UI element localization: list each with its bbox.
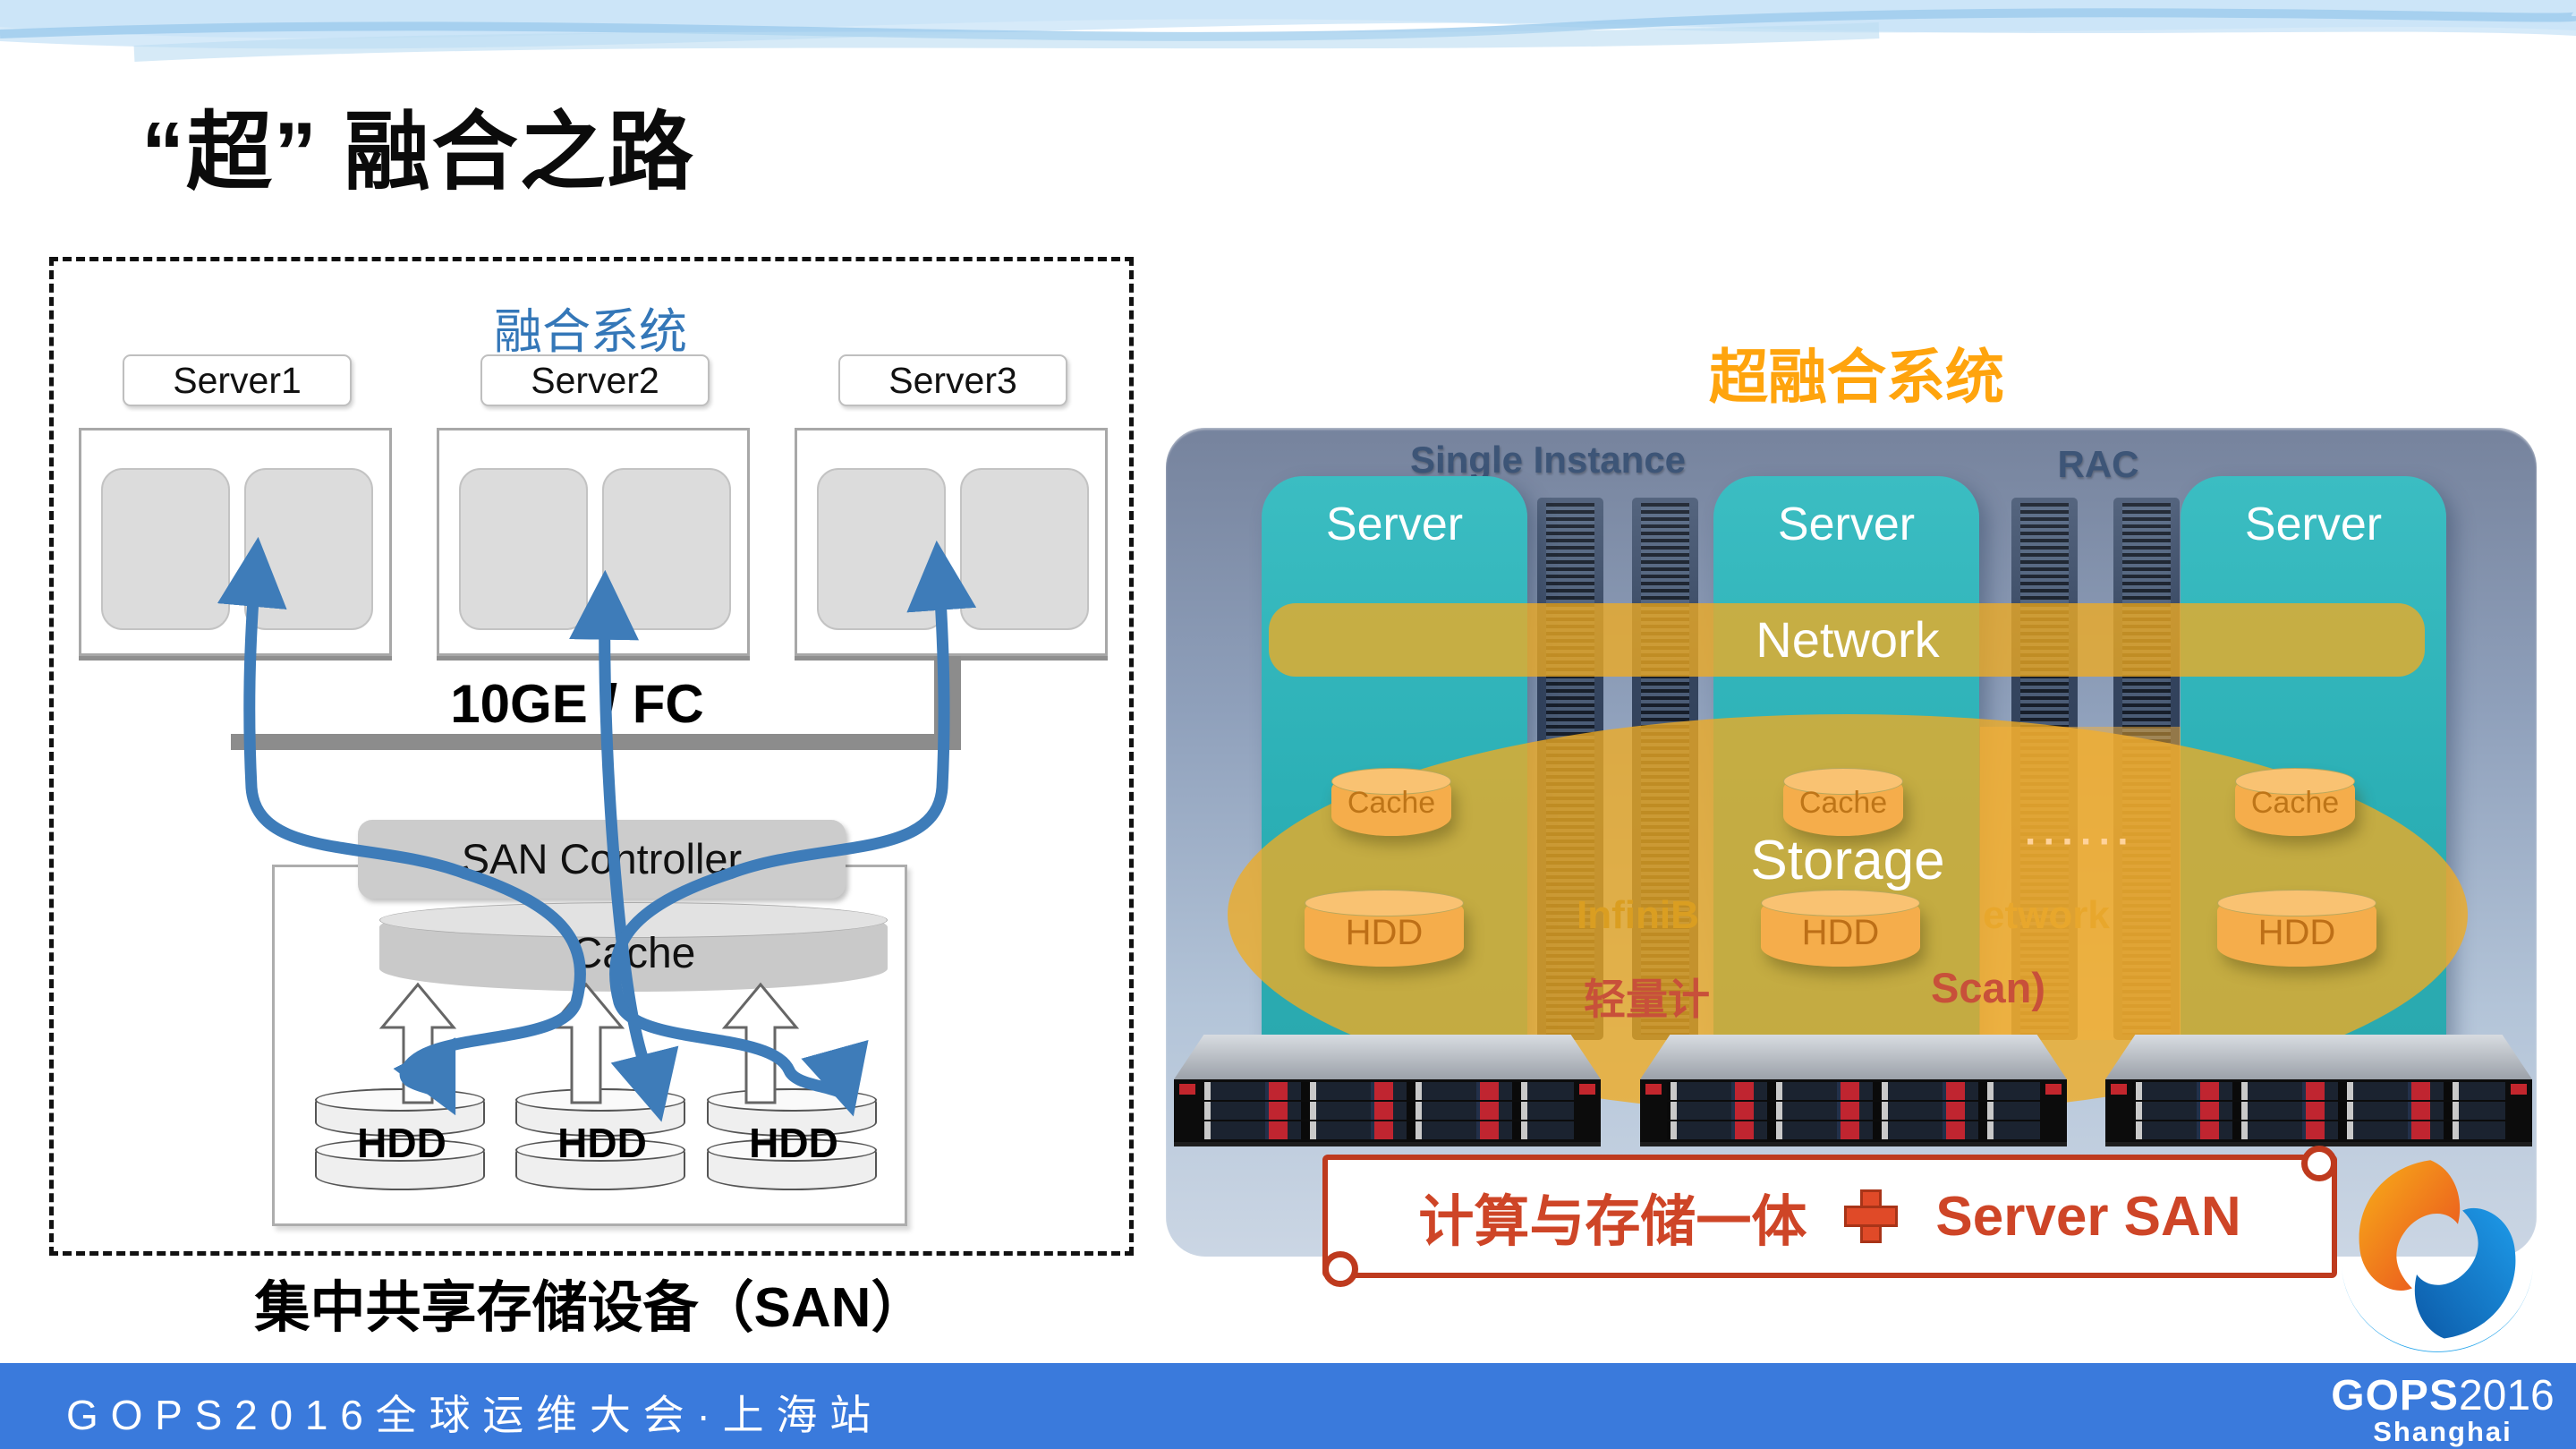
rack3-front — [2105, 1079, 2532, 1146]
server1-tag: Server1 — [123, 354, 352, 406]
link-label: 10GE / FC — [450, 674, 704, 734]
hdd-stack-3: HDD — [707, 1088, 880, 1194]
server3-vm-right — [960, 468, 1089, 630]
hdd2-o-label: HDD — [1801, 913, 1880, 952]
hdd1-label: HDD — [357, 1120, 446, 1166]
hdd-stack-1: HDD — [315, 1088, 489, 1194]
cache1-label: Cache — [1347, 786, 1436, 820]
san-bus-bar — [231, 734, 961, 750]
footer-logo-city: Shanghai — [2373, 1416, 2512, 1447]
gops-logo — [2341, 1160, 2534, 1352]
server2-vm-left — [459, 468, 588, 630]
hdd3-o-label: HDD — [2257, 913, 2336, 952]
server3-tag: Server3 — [838, 354, 1067, 406]
footer-bar — [0, 1363, 2576, 1449]
conclusion-banner: 计算与存储一体 Server SAN — [1322, 1146, 2337, 1287]
hdd-cylinder-2 — [1761, 890, 1920, 967]
server1-vm-left — [101, 468, 230, 630]
hyper-server3-label: Server — [2244, 499, 2383, 550]
san-controller: SAN Controller — [358, 820, 846, 899]
server2-tag: Server2 — [480, 354, 710, 406]
hyper-server1-label: Server — [1325, 499, 1464, 550]
converged-system-box — [49, 257, 1134, 1256]
hdd2-label: HDD — [557, 1120, 647, 1166]
hdd3-label: HDD — [749, 1120, 838, 1166]
banner-text-right: Server SAN — [1935, 1185, 2241, 1248]
san-cache-label: Cache — [571, 930, 696, 977]
hdd-stack-2: HDD — [515, 1088, 689, 1194]
hyperconverged-title: 超融合系统 — [1709, 344, 2004, 410]
cache2-label: Cache — [1798, 786, 1888, 820]
footer-logo-year: 2016 — [2458, 1372, 2555, 1419]
banner-curl-top-icon — [2301, 1146, 2337, 1181]
footer-logo-name: GOPS — [2331, 1372, 2459, 1419]
cache-cylinder-2 — [1783, 768, 1903, 836]
banner-text-left: 计算与存储一体 — [1418, 1191, 1807, 1253]
hyper-server2-label: Server — [1777, 499, 1916, 550]
page-title: “超” 融合之路 — [141, 105, 695, 200]
left-caption: 集中共享存储设备（SAN） — [254, 1277, 927, 1339]
rack1-top — [1174, 1035, 1601, 1079]
footer-event-text: GOPS2016全球运维大会·上海站 — [66, 1392, 883, 1438]
footer-logo-line1: GOPS2016 — [2326, 1371, 2559, 1420]
server3-vm-left — [817, 468, 946, 630]
rac-label: RAC — [2057, 443, 2139, 485]
lightweight-compute-fragment: 轻量计 — [1584, 976, 1710, 1023]
ellipsis-dots: ······ — [2025, 820, 2136, 864]
network-band — [1269, 603, 2425, 677]
smart-scan-fragment: Scan) — [1931, 964, 2045, 1011]
cache-cylinder-1 — [1331, 768, 1451, 836]
rack2-top — [1640, 1035, 2067, 1079]
rack3-top — [2105, 1035, 2532, 1079]
banner-curl-bottom-icon — [1322, 1251, 1358, 1287]
hdd-cylinder-3 — [2217, 890, 2376, 967]
cache-cylinder-3 — [2235, 768, 2355, 836]
san-bus-stub — [934, 656, 961, 737]
plus-icon — [1844, 1189, 1899, 1243]
hdd1-o-label: HDD — [1345, 913, 1424, 952]
single-instance-label: Single Instance — [1409, 439, 1687, 481]
rac-interconnect-band — [1980, 727, 2181, 1040]
server2-vm-right — [602, 468, 731, 630]
header-swoosh-decoration — [0, 0, 2576, 72]
rack1-front — [1174, 1079, 1601, 1146]
hdd-cylinder-1 — [1305, 890, 1464, 967]
cache3-label: Cache — [2250, 786, 2340, 820]
storage-label: Storage — [1750, 830, 1945, 891]
rack2-front — [1640, 1079, 2067, 1146]
server1-vm-right — [244, 468, 373, 630]
converged-system-label: 融合系统 — [494, 305, 687, 359]
network-label: Network — [1756, 611, 1940, 668]
